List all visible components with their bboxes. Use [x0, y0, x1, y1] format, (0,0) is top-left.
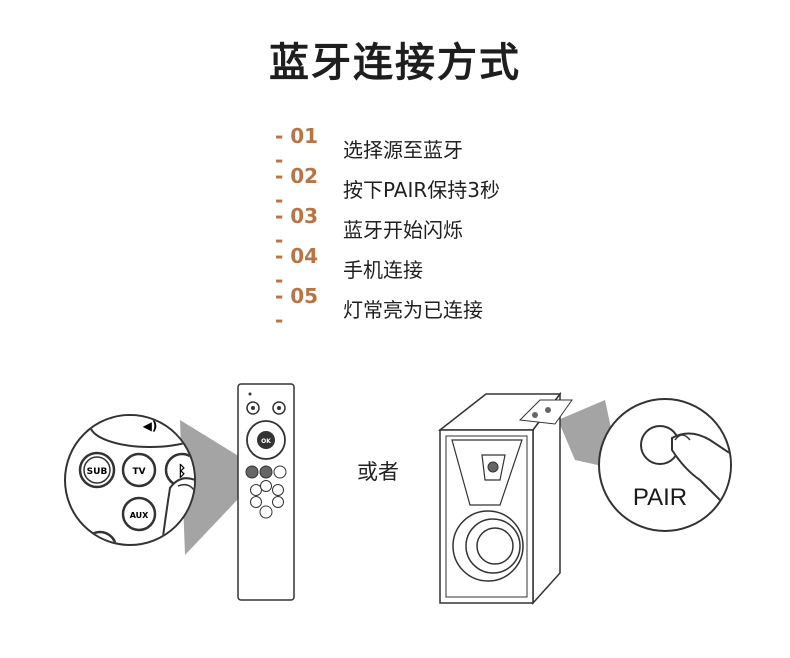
step-item: - 03 - 蓝牙开始闪烁 — [275, 204, 500, 252]
step-text: 灯常亮为已连接 — [343, 297, 483, 322]
tv-button-small — [259, 465, 273, 479]
mono-button-small — [250, 484, 262, 496]
speaker-side — [532, 391, 561, 605]
step-text: 手机连接 — [343, 257, 423, 282]
aux-button — [121, 496, 157, 532]
zoom-cone — [180, 420, 258, 555]
step-number: - 02 - — [275, 164, 319, 212]
button-small — [250, 496, 262, 508]
step-text: 蓝牙开始闪烁 — [343, 217, 463, 242]
button-small — [259, 505, 273, 519]
aux-button-small — [260, 480, 272, 492]
step-number: - 05 - — [275, 284, 319, 332]
sub-label: SUB — [87, 467, 108, 477]
step-item: - 05 - 灯常亮为已连接 — [275, 284, 500, 332]
steps-list: - 01 - 选择源至蓝牙 - 02 - 按下PAIR保持3秒 - 03 - 蓝… — [275, 124, 500, 332]
button-small — [272, 496, 284, 508]
tweeter-center — [487, 461, 499, 473]
magnifier-circle — [598, 398, 732, 532]
step-item: - 01 - 选择源至蓝牙 — [275, 124, 500, 172]
bluetooth-button-small — [273, 465, 287, 479]
page-title: 蓝牙连接方式 — [269, 40, 521, 86]
step-number: - 03 - — [275, 204, 319, 252]
bluetooth-icon: ᛒ — [177, 462, 186, 480]
aux-label: AUX — [130, 511, 149, 520]
or-label: 或者 — [357, 460, 399, 484]
sub-button-small — [245, 465, 259, 479]
step-item: - 02 - 按下PAIR保持3秒 — [275, 164, 500, 212]
volume-icon: ◀) — [143, 419, 158, 433]
ok-label: OK — [261, 438, 271, 445]
pair-label: PAIR — [633, 484, 687, 511]
step-text: 选择源至蓝牙 — [343, 137, 463, 162]
step-item: - 04 - 手机连接 — [275, 244, 500, 292]
step-number: - 01 - — [275, 124, 319, 172]
tv-button — [121, 452, 157, 488]
step-number: - 04 - — [275, 244, 319, 292]
ok-button — [257, 431, 275, 449]
remote-led — [248, 392, 252, 396]
step-text: 按下PAIR保持3秒 — [343, 177, 500, 202]
opt-button-small — [272, 484, 284, 496]
tv-label: TV — [132, 467, 145, 477]
